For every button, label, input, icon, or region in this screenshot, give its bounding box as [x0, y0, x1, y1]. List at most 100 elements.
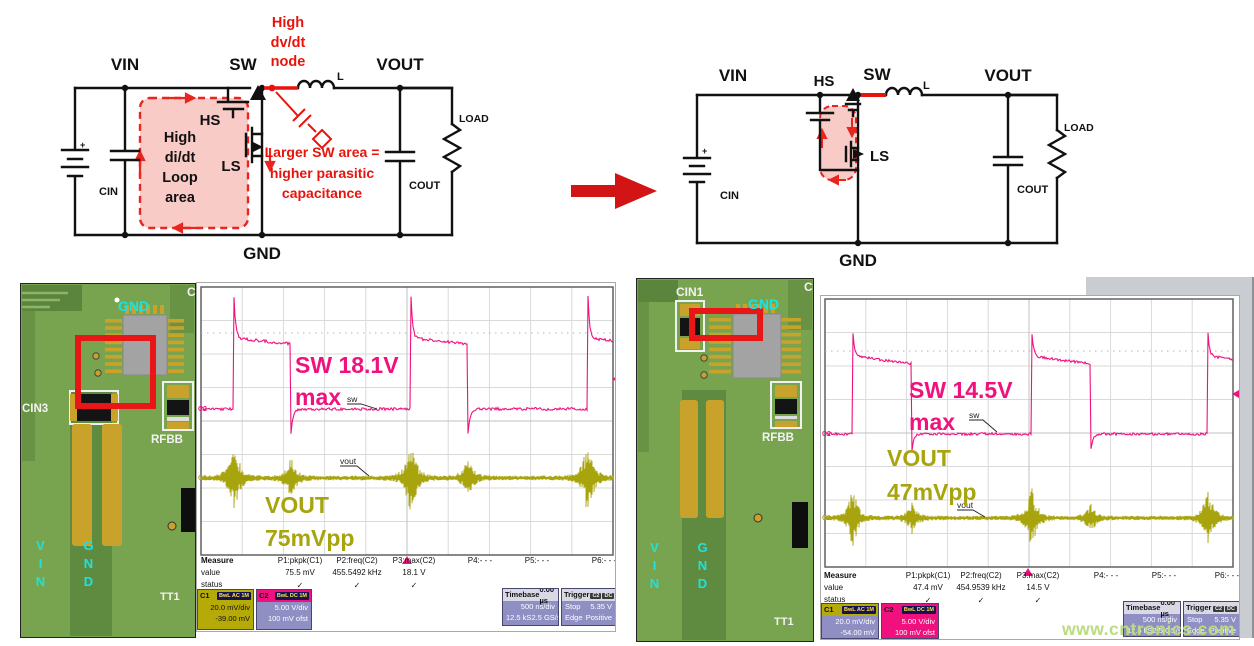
sw-node-highlight	[264, 84, 333, 150]
circuit-wiring	[60, 79, 463, 237]
label-vin: VIN	[719, 66, 747, 85]
measure-col-p2: P2:freq(C2)455.5492 kHz✓	[332, 556, 382, 590]
pcb-rfbb-label: RFBB	[151, 434, 183, 446]
edge-component	[181, 488, 195, 532]
loop-text-2: di/dt	[165, 150, 196, 166]
pcb-corner-label: C	[187, 285, 196, 299]
parasitic-capacitor-icon	[275, 91, 333, 150]
pcb-gnd-vertical-label: GND	[81, 538, 96, 592]
pcb-tt1-label: TT1	[160, 591, 180, 603]
trigger-source-badge: C2	[1213, 606, 1225, 613]
parasitic-text-3: capacitance	[282, 185, 362, 201]
parasitic-text-1: Larger SW area =	[265, 144, 380, 160]
pcb-rfbb-label: RFBB	[762, 432, 794, 444]
pcb-gnd-label: GND	[748, 296, 779, 312]
measure-row-label: Measure	[201, 556, 234, 565]
pcb-tt1-label: TT1	[774, 616, 794, 628]
c1-coupling-badge: BwL AC 1M	[217, 591, 251, 600]
sw-max-annotation-line2: max	[295, 384, 342, 410]
ic-pins	[709, 304, 801, 374]
measure-col-p3: P3:max(C2)18.1 V✓	[392, 556, 436, 590]
pcb-before-art: GND C CIN3 RFBB TT1	[19, 282, 197, 639]
c2-coupling-badge: BwL DC 1M	[901, 605, 936, 614]
dvdt-text-2: dv/dt	[271, 35, 306, 51]
loop-arrows-small	[816, 118, 858, 186]
c2-coupling-badge: BwL DC 1M	[274, 591, 309, 600]
via	[753, 513, 763, 523]
measure-col-p5: P5:- - -	[1151, 571, 1177, 580]
trigger-coupling-badge: DC	[602, 593, 615, 600]
label-cout: COUT	[1017, 184, 1048, 196]
edge-component	[792, 502, 808, 548]
loop-text-4: area	[165, 190, 196, 206]
battery-plus: +	[80, 140, 85, 150]
pcb-vin-vertical-label: VIN	[33, 538, 48, 592]
measure-col-p1: P1:pkpk(C1)75.5 mV✓	[277, 556, 323, 590]
trigger-source-badge: C2	[590, 593, 602, 600]
schematic-before: VIN SW VOUT GND HS LS CIN COUT LOAD L + …	[60, 15, 489, 263]
gnd-trace	[102, 424, 122, 546]
via	[92, 352, 100, 360]
parasitic-text-2: higher parasitic	[270, 165, 374, 181]
label-ls: LS	[870, 148, 889, 165]
via	[700, 354, 708, 362]
status-row-label: status	[824, 595, 846, 604]
measure-col-p3: P3:max(C2)14.5 V✓	[1016, 571, 1060, 605]
sw-max-annotation-line1: SW 18.1V	[295, 352, 399, 378]
measure-col-p6: P6:- - -	[1214, 571, 1240, 580]
vout-ripple-annotation-line2: 75mVpp	[265, 525, 355, 551]
label-sw: SW	[229, 55, 257, 74]
measure-col-p4: P4:- - -	[467, 556, 493, 565]
label-cin: CIN	[720, 190, 739, 202]
sw-max-annotation-line2: max	[909, 409, 956, 435]
label-hs: HS	[200, 112, 221, 129]
label-gnd: GND	[243, 244, 281, 263]
label-inductor: L	[923, 80, 930, 92]
vin-trace	[72, 424, 92, 546]
circuit-wiring	[682, 86, 1068, 245]
pcb-corner-label: C	[804, 280, 813, 294]
svg-text:C2: C2	[198, 406, 207, 413]
vin-trace	[680, 400, 698, 518]
loop-highlight-box	[75, 335, 156, 409]
label-vout: VOUT	[984, 66, 1032, 85]
via	[700, 371, 708, 379]
ls-fet-arrow	[253, 142, 263, 152]
dvdt-text-3: node	[271, 54, 306, 70]
via	[167, 521, 177, 531]
rfbb-component	[770, 381, 802, 429]
label-vout: VOUT	[376, 55, 424, 74]
hs-fet-arrow	[250, 85, 266, 100]
battery-plus: +	[702, 146, 707, 156]
pcb-gnd-label: GND	[118, 298, 149, 314]
ls-fet-arrow	[853, 149, 864, 159]
label-hs: HS	[814, 73, 835, 90]
pcb-vin-vertical-label: VIN	[647, 540, 662, 594]
loop-text-3: Loop	[162, 170, 198, 186]
loop-text-1: High	[164, 130, 196, 146]
svg-text:vout: vout	[340, 456, 357, 466]
status-row-label: status	[201, 580, 223, 589]
right-arrow-icon	[571, 173, 657, 209]
label-gnd: GND	[839, 251, 877, 270]
via	[94, 369, 102, 377]
label-load: LOAD	[459, 113, 489, 125]
sw-max-annotation-line1: SW 14.5V	[909, 377, 1013, 403]
pcb-after-art: CIN1 GND C RFBB TT1	[635, 277, 815, 643]
c1-coupling-badge: BwL AC 1M	[842, 605, 876, 614]
pcb-before: GND C CIN3 RFBB TT1 VIN GND	[19, 282, 197, 639]
svg-text:sw: sw	[347, 394, 358, 404]
pcb-after: CIN1 GND C RFBB TT1 VIN GND	[635, 277, 815, 643]
